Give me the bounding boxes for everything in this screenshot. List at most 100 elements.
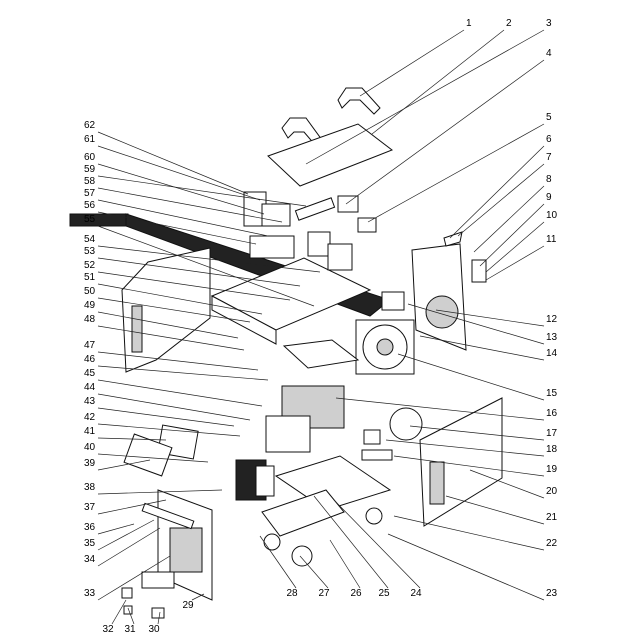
callout-number: 12 (546, 314, 558, 325)
leader-line (97, 527, 161, 567)
callout-number: 33 (84, 588, 96, 599)
leader-line (97, 131, 249, 195)
base-front (261, 489, 345, 537)
callout-number: 13 (546, 332, 558, 343)
leader-line (299, 555, 329, 589)
callout-number: 36 (84, 522, 96, 533)
callout-number: 42 (84, 412, 96, 423)
callout-number: 53 (84, 246, 96, 257)
callout-number: 25 (378, 588, 390, 599)
leader-line (393, 455, 545, 477)
callout-number: 18 (546, 444, 558, 455)
front-label-plate (123, 433, 173, 477)
callout-number: 52 (84, 260, 96, 271)
callout-number: 60 (84, 152, 96, 163)
leader-line (335, 397, 545, 421)
leader-line (407, 303, 545, 345)
transformer (235, 407, 423, 501)
leader-line (157, 611, 161, 625)
rear-fan-grille (425, 295, 459, 329)
leader-line (409, 425, 545, 441)
leader-line (97, 145, 261, 201)
leader-line (97, 175, 307, 207)
leader-line (387, 533, 545, 601)
leader-line (111, 599, 127, 625)
leader-line (97, 555, 171, 601)
front-grid (169, 527, 203, 573)
callout-number: 1 (466, 18, 472, 29)
leader-line (97, 407, 235, 427)
callout-number: 61 (84, 134, 96, 145)
leader-line (97, 499, 167, 515)
black-band (69, 213, 129, 227)
callout-number: 46 (84, 354, 96, 365)
callout-number: 19 (546, 464, 558, 475)
callout-number: 20 (546, 486, 558, 497)
callout-number: 2 (506, 18, 512, 29)
leader-line (345, 59, 545, 205)
callout-number: 57 (84, 188, 96, 199)
leader-line (97, 423, 241, 437)
callout-number: 43 (84, 396, 96, 407)
callout-number: 41 (84, 426, 96, 437)
leader-line (371, 29, 505, 135)
callout-number: 59 (84, 164, 96, 175)
callout-number: 15 (546, 388, 558, 399)
callout-number: 4 (546, 48, 552, 59)
leader-line (97, 453, 209, 463)
callout-number: 44 (84, 382, 96, 393)
front-connectors (121, 571, 175, 619)
callout-number: 27 (318, 588, 330, 599)
leader-lines (97, 29, 545, 625)
leader-line (97, 351, 259, 371)
right-vent (429, 461, 445, 505)
callout-number: 22 (546, 538, 558, 549)
leader-line (97, 199, 269, 237)
leader-line (97, 523, 135, 535)
leader-line (385, 439, 545, 457)
callout-number: 45 (84, 368, 96, 379)
callout-number: 24 (410, 588, 422, 599)
leader-line (97, 297, 251, 323)
callout-number: 34 (84, 554, 96, 565)
leader-line (97, 379, 263, 407)
callout-number: 17 (546, 428, 558, 439)
leader-line (97, 393, 251, 421)
callout-number: 5 (546, 112, 552, 123)
leader-line (485, 221, 545, 273)
callout-number: 62 (84, 120, 96, 131)
leader-line (393, 515, 545, 551)
top-cover-plate (267, 123, 394, 187)
callout-number: 6 (546, 134, 552, 145)
leader-line (97, 225, 315, 307)
leader-line (359, 29, 465, 97)
leader-line (97, 365, 269, 381)
callout-number: 39 (84, 458, 96, 469)
callout-number: 40 (84, 442, 96, 453)
leader-line (97, 325, 245, 351)
callout-number: 54 (84, 234, 96, 245)
front-handle-bar (141, 502, 195, 530)
leader-line (419, 335, 545, 361)
leader-line (469, 469, 545, 499)
callout-number: 37 (84, 502, 96, 513)
leader-line (435, 309, 545, 327)
leader-line (97, 163, 265, 215)
left-vent (131, 305, 143, 353)
leader-line (305, 29, 545, 165)
callout-number: 50 (84, 286, 96, 297)
leader-line (333, 499, 421, 589)
heatsinks (265, 339, 360, 453)
callout-number: 31 (124, 624, 136, 635)
leader-line (97, 187, 283, 223)
relay-modules (294, 195, 377, 233)
callout-number: 58 (84, 176, 96, 187)
leader-line (457, 163, 545, 237)
callout-number: 9 (546, 192, 552, 203)
callout-number: 10 (546, 210, 558, 221)
leader-line (97, 283, 263, 315)
callout-number: 8 (546, 174, 552, 185)
callout-number: 16 (546, 408, 558, 419)
